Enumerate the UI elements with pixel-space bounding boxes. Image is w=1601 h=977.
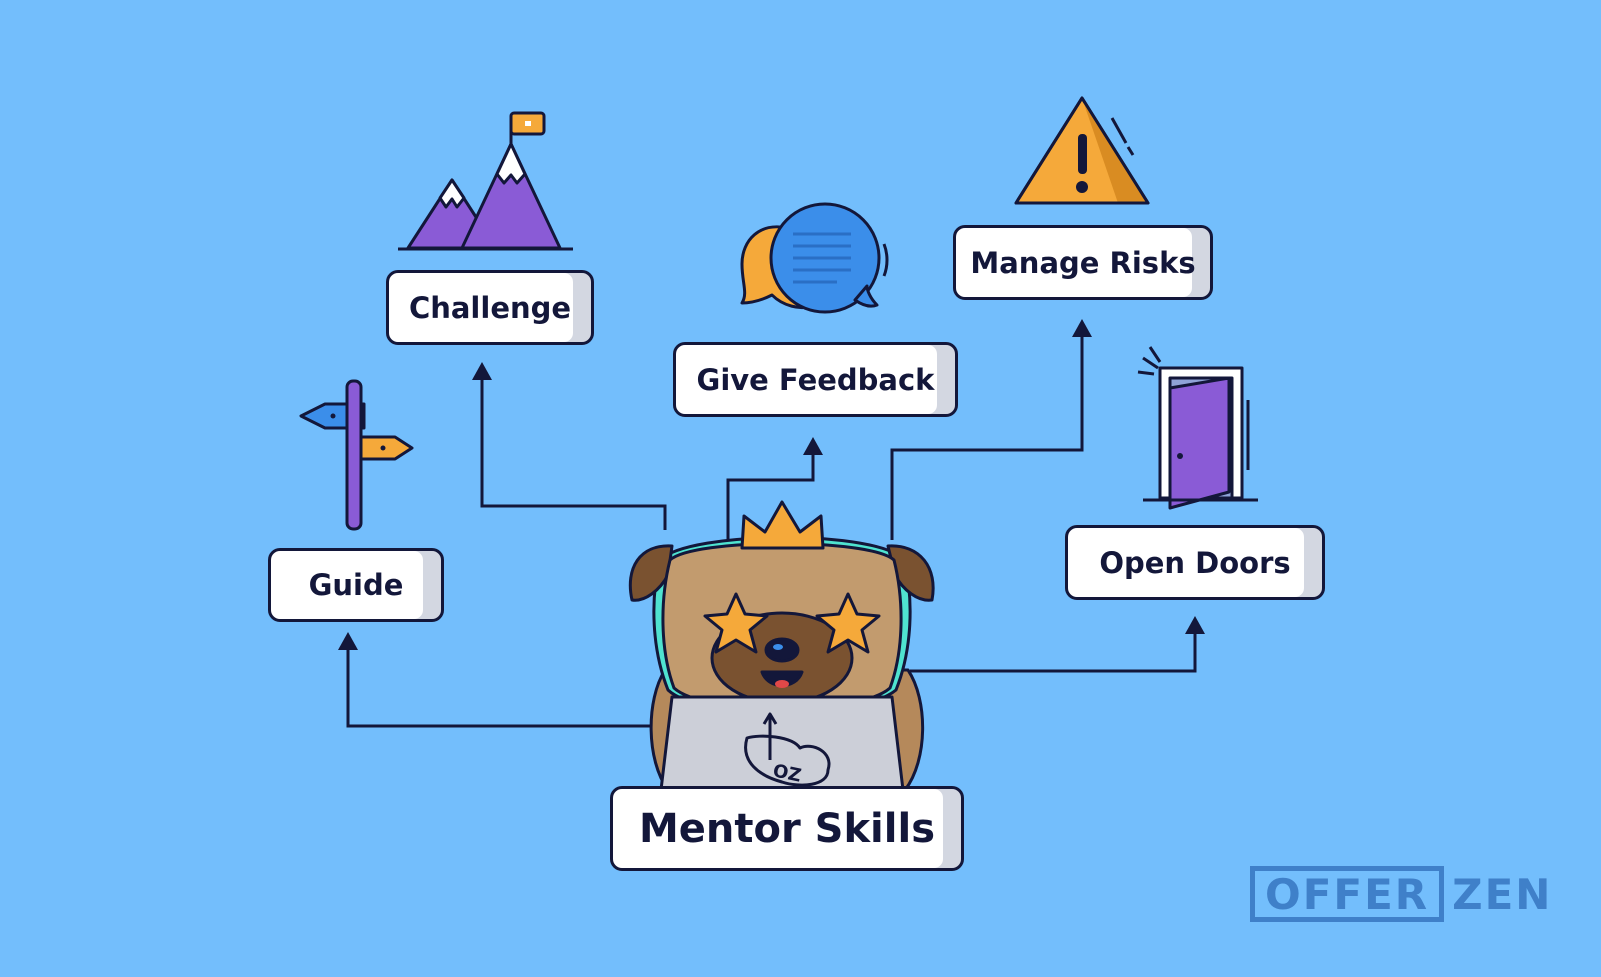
arrow-to-challenge	[480, 370, 667, 530]
arrowhead-guide	[338, 632, 358, 650]
arrow-to-give-feedback	[726, 445, 815, 540]
arrowhead-manage-risks	[1072, 319, 1092, 337]
arrowhead-open-doors	[1185, 616, 1205, 634]
skill-label-guide: Guide	[268, 548, 444, 622]
pug-mascot-laptop-icon: OZ	[628, 500, 935, 792]
skill-label-text: Open Doors	[1099, 545, 1291, 580]
signpost-icon	[299, 379, 414, 531]
speech-bubbles-icon	[740, 202, 889, 314]
skill-label-text: Manage Risks	[970, 245, 1196, 280]
arrowhead-challenge	[472, 362, 492, 380]
center-label-mentor-skills: Mentor Skills	[610, 786, 964, 871]
offerzen-logo: OFFER ZEN	[1250, 866, 1552, 922]
open-door-icon	[1137, 346, 1258, 510]
arrow-to-manage-risks	[890, 330, 1084, 540]
offerzen-logo-box: OFFER	[1250, 866, 1445, 922]
skill-label-give-feedback: Give Feedback	[673, 342, 958, 417]
skill-label-text: Guide	[308, 568, 404, 602]
skill-label-open-doors: Open Doors	[1065, 525, 1325, 600]
skill-label-manage-risks: Manage Risks	[953, 225, 1213, 300]
arrow-to-open-doors	[910, 625, 1197, 673]
arrow-to-guide	[346, 640, 660, 728]
arrowhead-give-feedback	[803, 437, 823, 455]
skill-label-challenge: Challenge	[386, 270, 594, 345]
offerzen-logo-right: ZEN	[1452, 869, 1553, 919]
warning-triangle-icon	[1014, 96, 1150, 205]
offerzen-logo-left: OFFER	[1265, 869, 1430, 919]
skill-label-text: Give Feedback	[696, 362, 935, 397]
skill-label-text: Challenge	[408, 290, 572, 325]
center-label-text: Mentor Skills	[638, 805, 935, 852]
mountain-flag-icon	[398, 111, 573, 251]
